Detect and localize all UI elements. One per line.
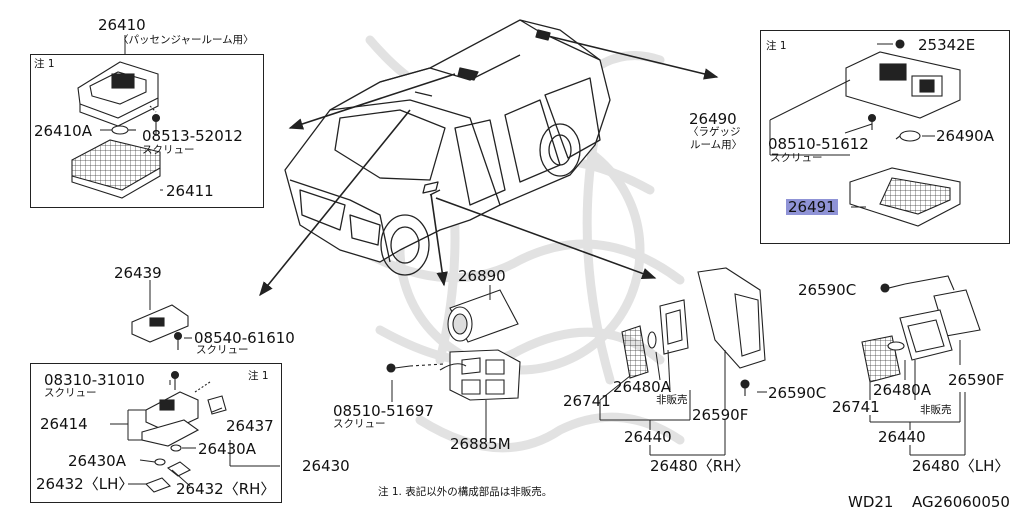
door-lamp-rh-parts	[621, 267, 766, 396]
cargo-lamp-box	[760, 30, 1010, 244]
footnote: 注 1. 表記以外の構成部品は非販売。	[378, 486, 553, 498]
lh-part-26590f: 26590F	[948, 371, 1005, 389]
part-26490a: 26490A	[936, 127, 994, 145]
bulb-icon	[647, 331, 657, 349]
rh-part-26590f: 26590F	[692, 406, 749, 424]
lh-part-26480: 26480〈LH〉	[912, 457, 1010, 475]
note-1-passenger: 注 1	[34, 58, 55, 70]
screw-icon	[740, 379, 750, 396]
note-1-map: 注 1	[248, 370, 269, 382]
lens-icon	[145, 395, 227, 493]
part-26432-rh: 26432〈RH〉	[176, 480, 276, 498]
leader-lines	[100, 35, 966, 487]
screw-icon	[151, 113, 161, 130]
part-26414: 26414	[40, 415, 88, 433]
lh-part-26741: 26741	[832, 398, 880, 416]
part-26437: 26437	[226, 417, 274, 435]
screw-08540-61610: 08540-61610	[194, 329, 295, 347]
part-26430: 26430	[302, 457, 350, 475]
part-26430a-right: 26430A	[198, 440, 256, 458]
screw-label-glove: スクリュー	[333, 418, 386, 430]
lh-not-sold: 非販売	[920, 404, 952, 416]
callout-arrows	[259, 35, 719, 297]
passenger-lamp-parts	[71, 61, 161, 199]
lh-part-26590c: 26590C	[798, 281, 857, 299]
part-26490-note-1: 〈ラゲッジ	[688, 126, 741, 138]
bulb-icon	[895, 130, 921, 142]
screw-icon	[880, 283, 906, 293]
part-26885m: 26885M	[450, 435, 511, 453]
screw-icon	[170, 331, 183, 390]
rh-not-sold: 非販売	[656, 394, 688, 406]
vehicle-illustration	[284, 19, 611, 276]
cargo-lamp-parts	[845, 39, 961, 227]
note-1-cargo: 注 1	[766, 40, 787, 52]
part-26410-note: 〈パッセンジャールーム用〉	[118, 34, 254, 46]
screw-08510-51612: 08510-51612	[768, 135, 869, 153]
screw-label-map: スクリュー	[44, 387, 97, 399]
lh-part-26440: 26440	[878, 428, 926, 446]
rh-part-26440: 26440	[624, 428, 672, 446]
screw-icon	[386, 363, 411, 373]
lh-part-26480a: 26480A	[873, 381, 931, 399]
part-26411: 26411	[166, 182, 214, 200]
part-26410: 26410	[98, 16, 146, 34]
rh-part-26590c: 26590C	[768, 384, 827, 402]
rh-part-26741: 26741	[563, 392, 611, 410]
glove-lamp-parts	[386, 289, 521, 401]
screw-08510-51697: 08510-51697	[333, 402, 434, 420]
screw-label-passenger: スクリュー	[142, 144, 195, 156]
screw-08513-52012: 08513-52012	[142, 127, 243, 145]
lens-icon	[621, 325, 649, 379]
part-26430a-left: 26430A	[68, 452, 126, 470]
screw-label-cargo: スクリュー	[770, 152, 823, 164]
screw-label-bracket: スクリュー	[196, 344, 249, 356]
diagram-code-right: AG26060050	[912, 493, 1010, 511]
map-lamp-box	[30, 363, 282, 503]
part-26439: 26439	[114, 264, 162, 282]
diagram-code-left: WD21	[848, 493, 894, 511]
part-25342e: 25342E	[918, 36, 976, 54]
part-26490-note-2: ルーム用〉	[690, 139, 743, 151]
part-26491-highlighted[interactable]: 26491	[786, 198, 838, 216]
rh-part-26480: 26480〈RH〉	[650, 457, 750, 475]
part-26490: 26490	[689, 110, 737, 128]
screw-08310-31010: 08310-31010	[44, 371, 145, 389]
map-lamp-parts	[131, 304, 227, 493]
bulb-icon	[887, 341, 905, 351]
door-lamp-lh-parts	[861, 275, 981, 383]
part-26432-lh: 26432〈LH〉	[36, 475, 134, 493]
passenger-lamp-box	[30, 54, 264, 208]
part-26890: 26890	[458, 267, 506, 285]
screw-icon	[867, 39, 905, 130]
part-26410a: 26410A	[34, 122, 92, 140]
rh-part-26480a: 26480A	[613, 378, 671, 396]
